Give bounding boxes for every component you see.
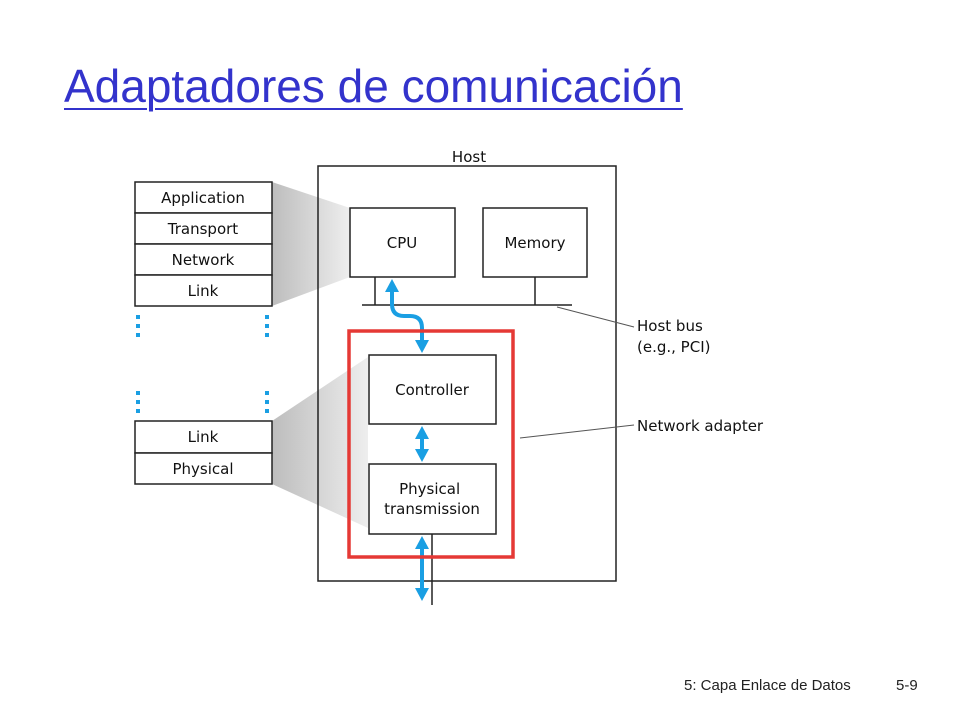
host-bus-label: Host bus (e.g., PCI)	[637, 317, 710, 356]
host-bus-label-line2: (e.g., PCI)	[637, 338, 710, 356]
network-link-arrowhead-up	[415, 536, 429, 549]
ellipsis-dot	[136, 324, 140, 328]
host-bus-leader	[556, 306, 635, 328]
ellipsis-dot	[136, 409, 140, 413]
ellipsis-dot	[265, 391, 269, 395]
ellipsis-dot	[265, 315, 269, 319]
ellipsis-dot	[265, 333, 269, 337]
stack-layer-physical-label: Physical	[172, 460, 233, 478]
ellipsis-dot	[265, 409, 269, 413]
footer-page-number: 5-9	[896, 677, 918, 694]
memory-label: Memory	[504, 234, 565, 252]
physical-transmission-box	[368, 463, 497, 535]
stack-layer-link-lower-label: Link	[188, 428, 219, 446]
network-link-arrowhead-down	[415, 588, 429, 601]
physical-transmission-label: Physical transmission	[384, 480, 480, 518]
network-adapter-label: Network adapter	[637, 417, 764, 435]
footer-chapter: 5: Capa Enlace de Datos	[684, 677, 851, 694]
stack-layer-link-upper-label: Link	[188, 282, 219, 300]
cpu-controller-arrow	[390, 290, 424, 343]
ellipsis-dot	[136, 400, 140, 404]
stack-layer-link-lower	[134, 420, 273, 454]
stack-layer-transport-label: Transport	[167, 220, 239, 238]
cpu-controller-arrowhead-up	[385, 279, 399, 292]
projection-lower	[272, 357, 368, 528]
ellipsis-dot	[265, 324, 269, 328]
ellipsis-dot	[136, 315, 140, 319]
stack-layer-application	[134, 181, 273, 214]
controller-physical-arrowhead-up	[415, 426, 429, 439]
controller-box	[368, 354, 497, 425]
network-adapter-leader	[519, 424, 635, 439]
memory-box	[482, 207, 588, 278]
cpu-label: CPU	[387, 234, 418, 252]
stack-layer-link-upper	[134, 274, 273, 307]
controller-physical-arrowhead-down	[415, 449, 429, 462]
physical-transmission-line2: transmission	[384, 500, 480, 518]
slide-title: Adaptadores de comunicación	[64, 60, 683, 112]
protocol-stack-upper: Application Transport Network Link	[134, 181, 273, 307]
host-box	[317, 165, 617, 582]
stack-ellipsis-dots	[136, 315, 269, 413]
host-bus-label-line1: Host bus	[637, 317, 703, 335]
stack-layer-application-label: Application	[161, 189, 245, 207]
stack-layer-physical	[134, 452, 273, 485]
projection-upper	[272, 182, 350, 306]
ellipsis-dot	[265, 400, 269, 404]
ellipsis-dot	[136, 391, 140, 395]
physical-transmission-line1: Physical	[399, 480, 460, 498]
cpu-controller-arrowhead-down	[415, 340, 429, 353]
stack-layer-network-label: Network	[172, 251, 235, 269]
cpu-box	[349, 207, 456, 278]
ellipsis-dot	[136, 333, 140, 337]
controller-label: Controller	[395, 381, 470, 399]
host-label: Host	[452, 148, 486, 166]
network-adapter-highlight	[347, 329, 515, 559]
protocol-stack-lower: Link Physical	[134, 420, 273, 485]
